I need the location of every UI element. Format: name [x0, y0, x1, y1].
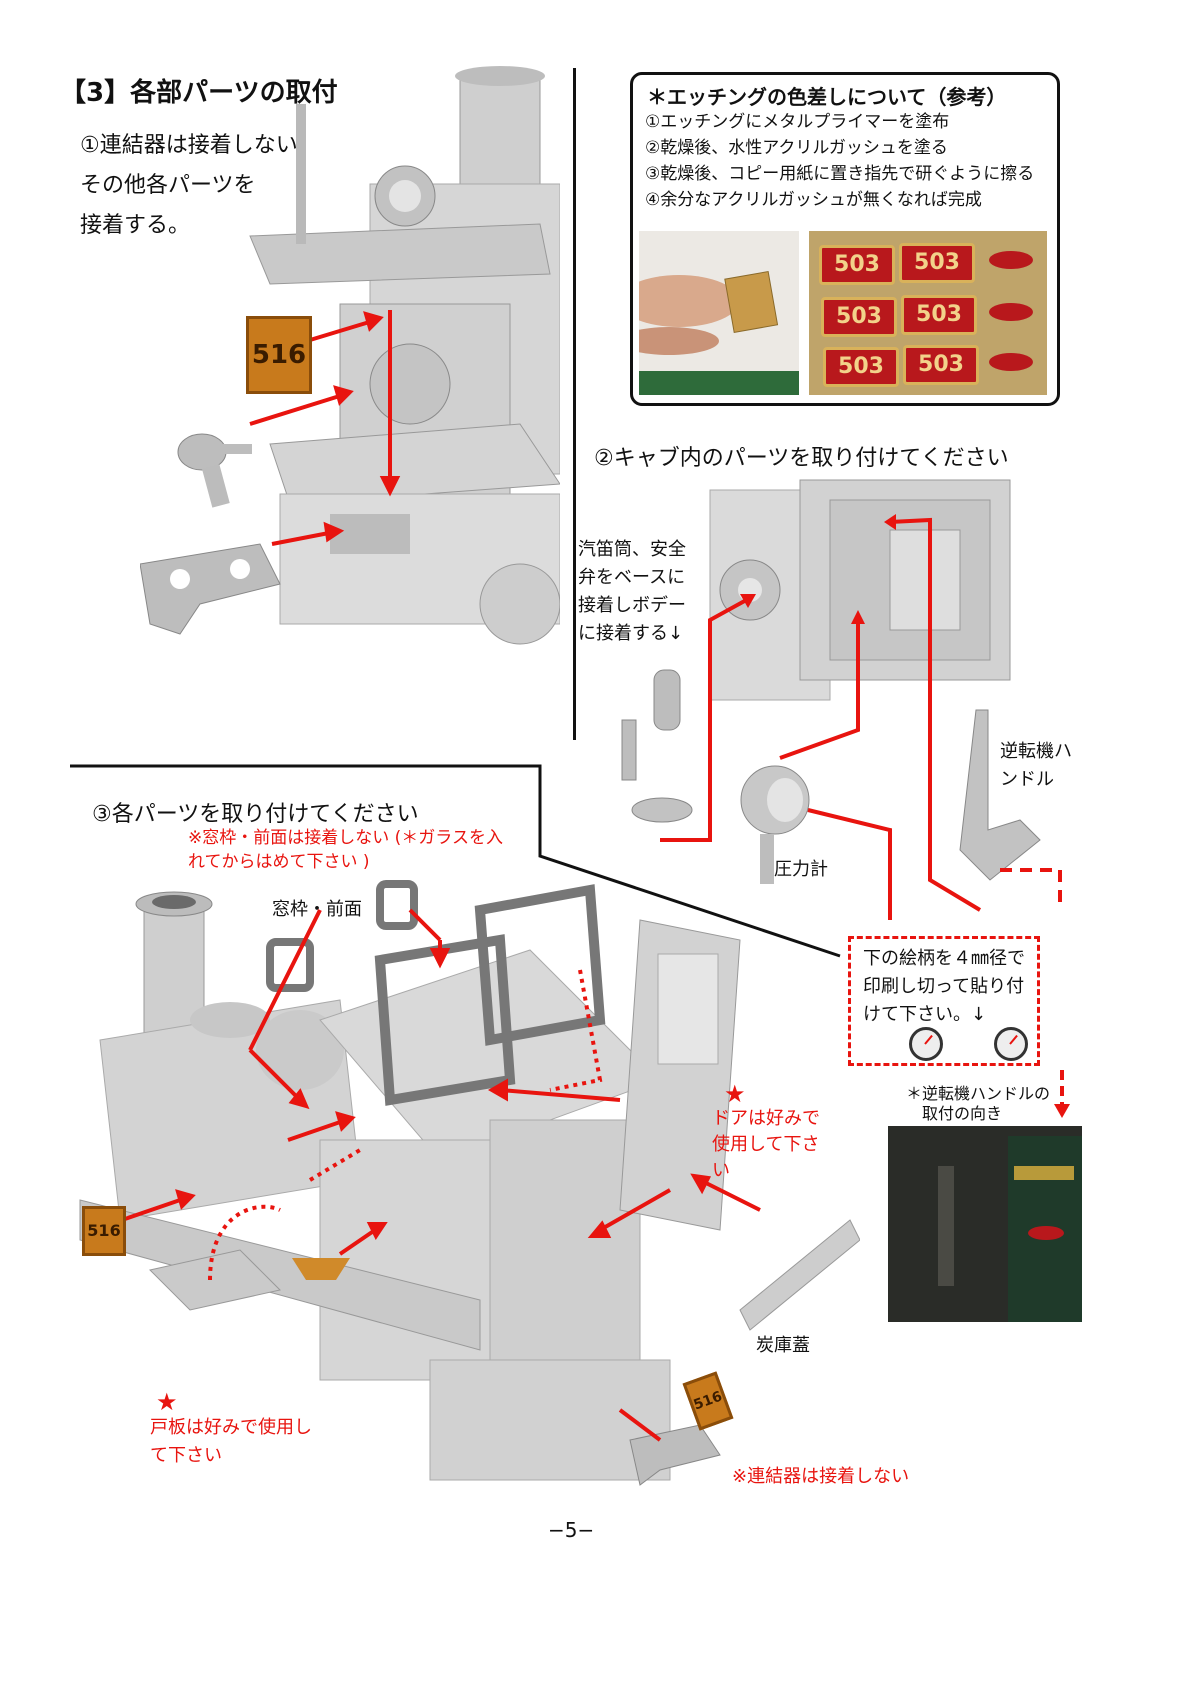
whistle-label-line: に接着する↓: [578, 623, 684, 644]
reverser-handle-part: [959, 709, 1041, 881]
front-assembly-illustration: [140, 66, 560, 645]
reverser-lever: [938, 1166, 954, 1286]
window-frame-label: 窓枠・前面: [272, 899, 362, 920]
page-number: −5−: [548, 1518, 595, 1542]
step2-title: ②キャブ内のパーツを取り付けてください: [594, 446, 1009, 471]
emblem-icon: [989, 353, 1033, 371]
step3-red-note-line: れてからはめて下さい ): [188, 852, 370, 872]
etching-note-box: ＊エッチングの色差しについて（参考） ①エッチングにメタルプライマーを塗布 ②乾…: [630, 72, 1060, 406]
coupler-note: ※連結器は接着しない: [732, 1466, 910, 1487]
section-title: 【3】各部パーツの取付: [60, 78, 338, 108]
plate-503: 503: [821, 297, 897, 337]
etching-note-line: ③乾燥後、コピー用紙に置き指先で研ぐように擦る: [645, 164, 1035, 184]
whistle-label-line: 弁をベースに: [578, 567, 686, 588]
reverser-photo-caption: ＊逆転機ハンドルの 取付の向き: [906, 1084, 1050, 1124]
step1-line: ①連結器は接着しない。: [80, 133, 320, 158]
step-plate-note: 戸板は好みで使用し て下さい: [150, 1414, 312, 1470]
step3-title: ③各パーツを取り付けてください: [92, 802, 419, 827]
etching-note-line: ④余分なアクリルガッシュが無くなれば完成: [645, 190, 982, 210]
step-plate-note-line: て下さい: [150, 1445, 222, 1466]
step-plate-note-line: 戸板は好みで使用し: [150, 1417, 312, 1438]
etched-plates-photo: 503 503 503 503 503 503: [809, 231, 1047, 395]
gauge-decal-icon: [994, 1027, 1029, 1061]
plate-503: 503: [823, 347, 899, 387]
reverser-photo: [888, 1126, 1082, 1322]
reverser-photo-arrow: [1054, 1070, 1070, 1118]
pressure-gauge-part: [740, 765, 810, 884]
door-note-line: ドアは好みで: [712, 1108, 820, 1129]
whistle-label-line: 汽笛筒、安全: [578, 539, 686, 560]
step1-text: ①連結器は接着しない。 その他各パーツを 接着する。: [80, 126, 320, 246]
emblem-icon: [989, 303, 1033, 321]
reverser-caption-line: 取付の向き: [922, 1104, 1003, 1123]
step1-line: その他各パーツを: [80, 173, 256, 198]
step3-frame-line: [70, 764, 841, 958]
etching-note-line: ②乾燥後、水性アクリルガッシュを塗る: [645, 138, 948, 158]
wood-trim: [1014, 1166, 1074, 1180]
step2-arrows: [660, 514, 1062, 920]
locomotive-assembly-illustration: [79, 880, 860, 1486]
door-note-line: 使用して下さ: [712, 1134, 820, 1155]
plate-503: 503: [819, 245, 895, 285]
emblem-icon: [989, 251, 1033, 269]
gauge-decal-icon: [909, 1027, 943, 1061]
step1-line: 接着する。: [80, 213, 191, 238]
whistle-label-line: 接着しボデー: [578, 595, 686, 616]
etching-note-line: ①エッチングにメタルプライマーを塗布: [645, 112, 950, 132]
number-plate-516: 516: [246, 316, 312, 394]
decal-note-box: 下の絵柄を４㎜径で 印刷し切って貼り付 けて下さい。↓: [848, 936, 1040, 1066]
cab-interior-illustration: [709, 479, 1011, 701]
decal-note-line: 下の絵柄を４㎜径で: [863, 948, 1025, 969]
decal-note-line: けて下さい。↓: [863, 1004, 987, 1025]
reverser-caption-line: ＊逆転機ハンドルの: [906, 1084, 1051, 1103]
vertical-divider: [573, 68, 576, 740]
door-note-line: い: [712, 1160, 730, 1181]
rubbing-photo: [639, 231, 799, 395]
reverser-label-line: ンドル: [1000, 769, 1054, 790]
plate-503: 503: [901, 295, 977, 335]
plate-503: 503: [899, 243, 975, 283]
door-note: ドアは好みで 使用して下さ い: [712, 1106, 820, 1184]
step3-red-note-line: ※窓枠・前面は接着しない (＊ガラスを入: [188, 828, 503, 848]
whistle-label: 汽笛筒、安全 弁をベースに 接着しボデー に接着する↓: [578, 536, 686, 648]
reverser-label: 逆転機ハ ンドル: [1000, 738, 1072, 794]
decal-note-line: 印刷し切って貼り付: [863, 976, 1025, 997]
gauge-label: 圧力計: [774, 859, 828, 880]
emblem-icon: [1028, 1226, 1064, 1240]
bunker-lid-label: 炭庫蓋: [756, 1335, 810, 1356]
door-star-icon: ★: [724, 1080, 746, 1108]
step-plate-star-icon: ★: [156, 1388, 178, 1416]
plate-503: 503: [903, 345, 979, 385]
etching-note-title: ＊エッチングの色差しについて（参考）: [647, 85, 1007, 109]
step3-red-note: ※窓枠・前面は接着しない (＊ガラスを入 れてからはめて下さい ): [188, 826, 503, 874]
whistle-valve-parts: [621, 669, 693, 823]
number-plate-516: 516: [82, 1206, 126, 1256]
reverser-label-line: 逆転機ハ: [1000, 741, 1072, 762]
